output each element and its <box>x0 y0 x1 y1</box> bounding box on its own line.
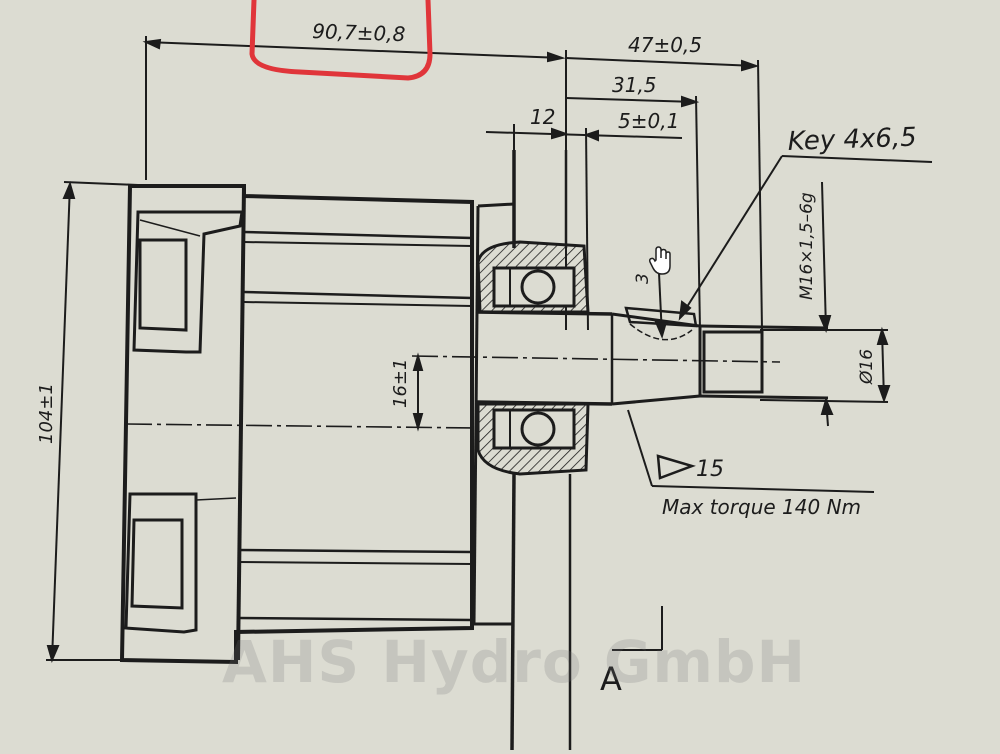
dimension-lines <box>46 36 933 663</box>
bearing-lower <box>476 402 590 476</box>
dim-thread: M16×1,5–6g <box>797 192 817 300</box>
weld-triangle-icon <box>656 454 696 480</box>
shaft <box>475 306 829 406</box>
dim-flange-width: 12 <box>530 105 555 129</box>
bearing-upper <box>476 240 590 314</box>
key-label: Key 4x6,5 <box>787 123 917 157</box>
dim-shaft-diameter: Ø16 <box>857 349 877 385</box>
dim-bore-height: 104±1 <box>36 383 57 444</box>
weld-label: 15 <box>696 457 724 482</box>
dim-offset-height: 16±1 <box>390 359 411 408</box>
torque-label: Max torque 140 Nm <box>662 495 861 519</box>
hand-cursor-icon <box>648 246 674 276</box>
dim-key-offset: 5±0,1 <box>618 109 679 133</box>
centerlines <box>125 355 781 429</box>
dim-shaft-length: 31,5 <box>612 73 657 97</box>
dim-key-depth: 3 <box>633 273 653 284</box>
dim-length-to-end: 47±0,5 <box>628 33 702 57</box>
section-label: A <box>600 660 622 698</box>
dim-overall-length: 90,7±0,8 <box>312 19 406 46</box>
watermark: AHS Hydro GmbH <box>222 628 807 696</box>
housing-body <box>119 184 474 665</box>
highlight-circle <box>249 0 433 81</box>
